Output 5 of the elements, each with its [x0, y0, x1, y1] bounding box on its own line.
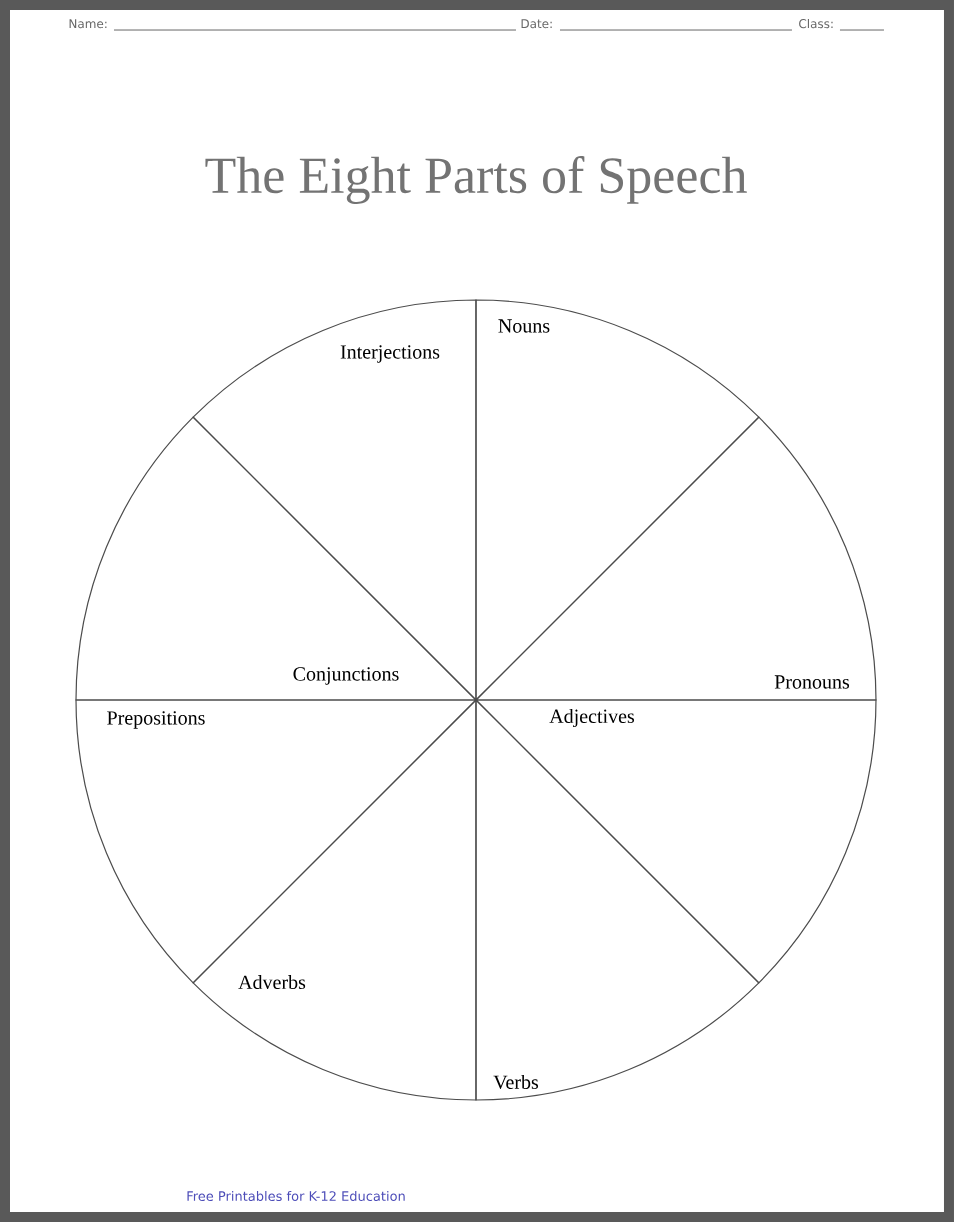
wheel-sector: Pronouns [475, 416, 877, 701]
wheel-sector: Nouns [475, 299, 760, 701]
wheel-sector: Adjectives [475, 699, 877, 984]
wheel-sector: Conjunctions [75, 416, 477, 701]
title: The Eight Parts of Speech [205, 156, 747, 204]
